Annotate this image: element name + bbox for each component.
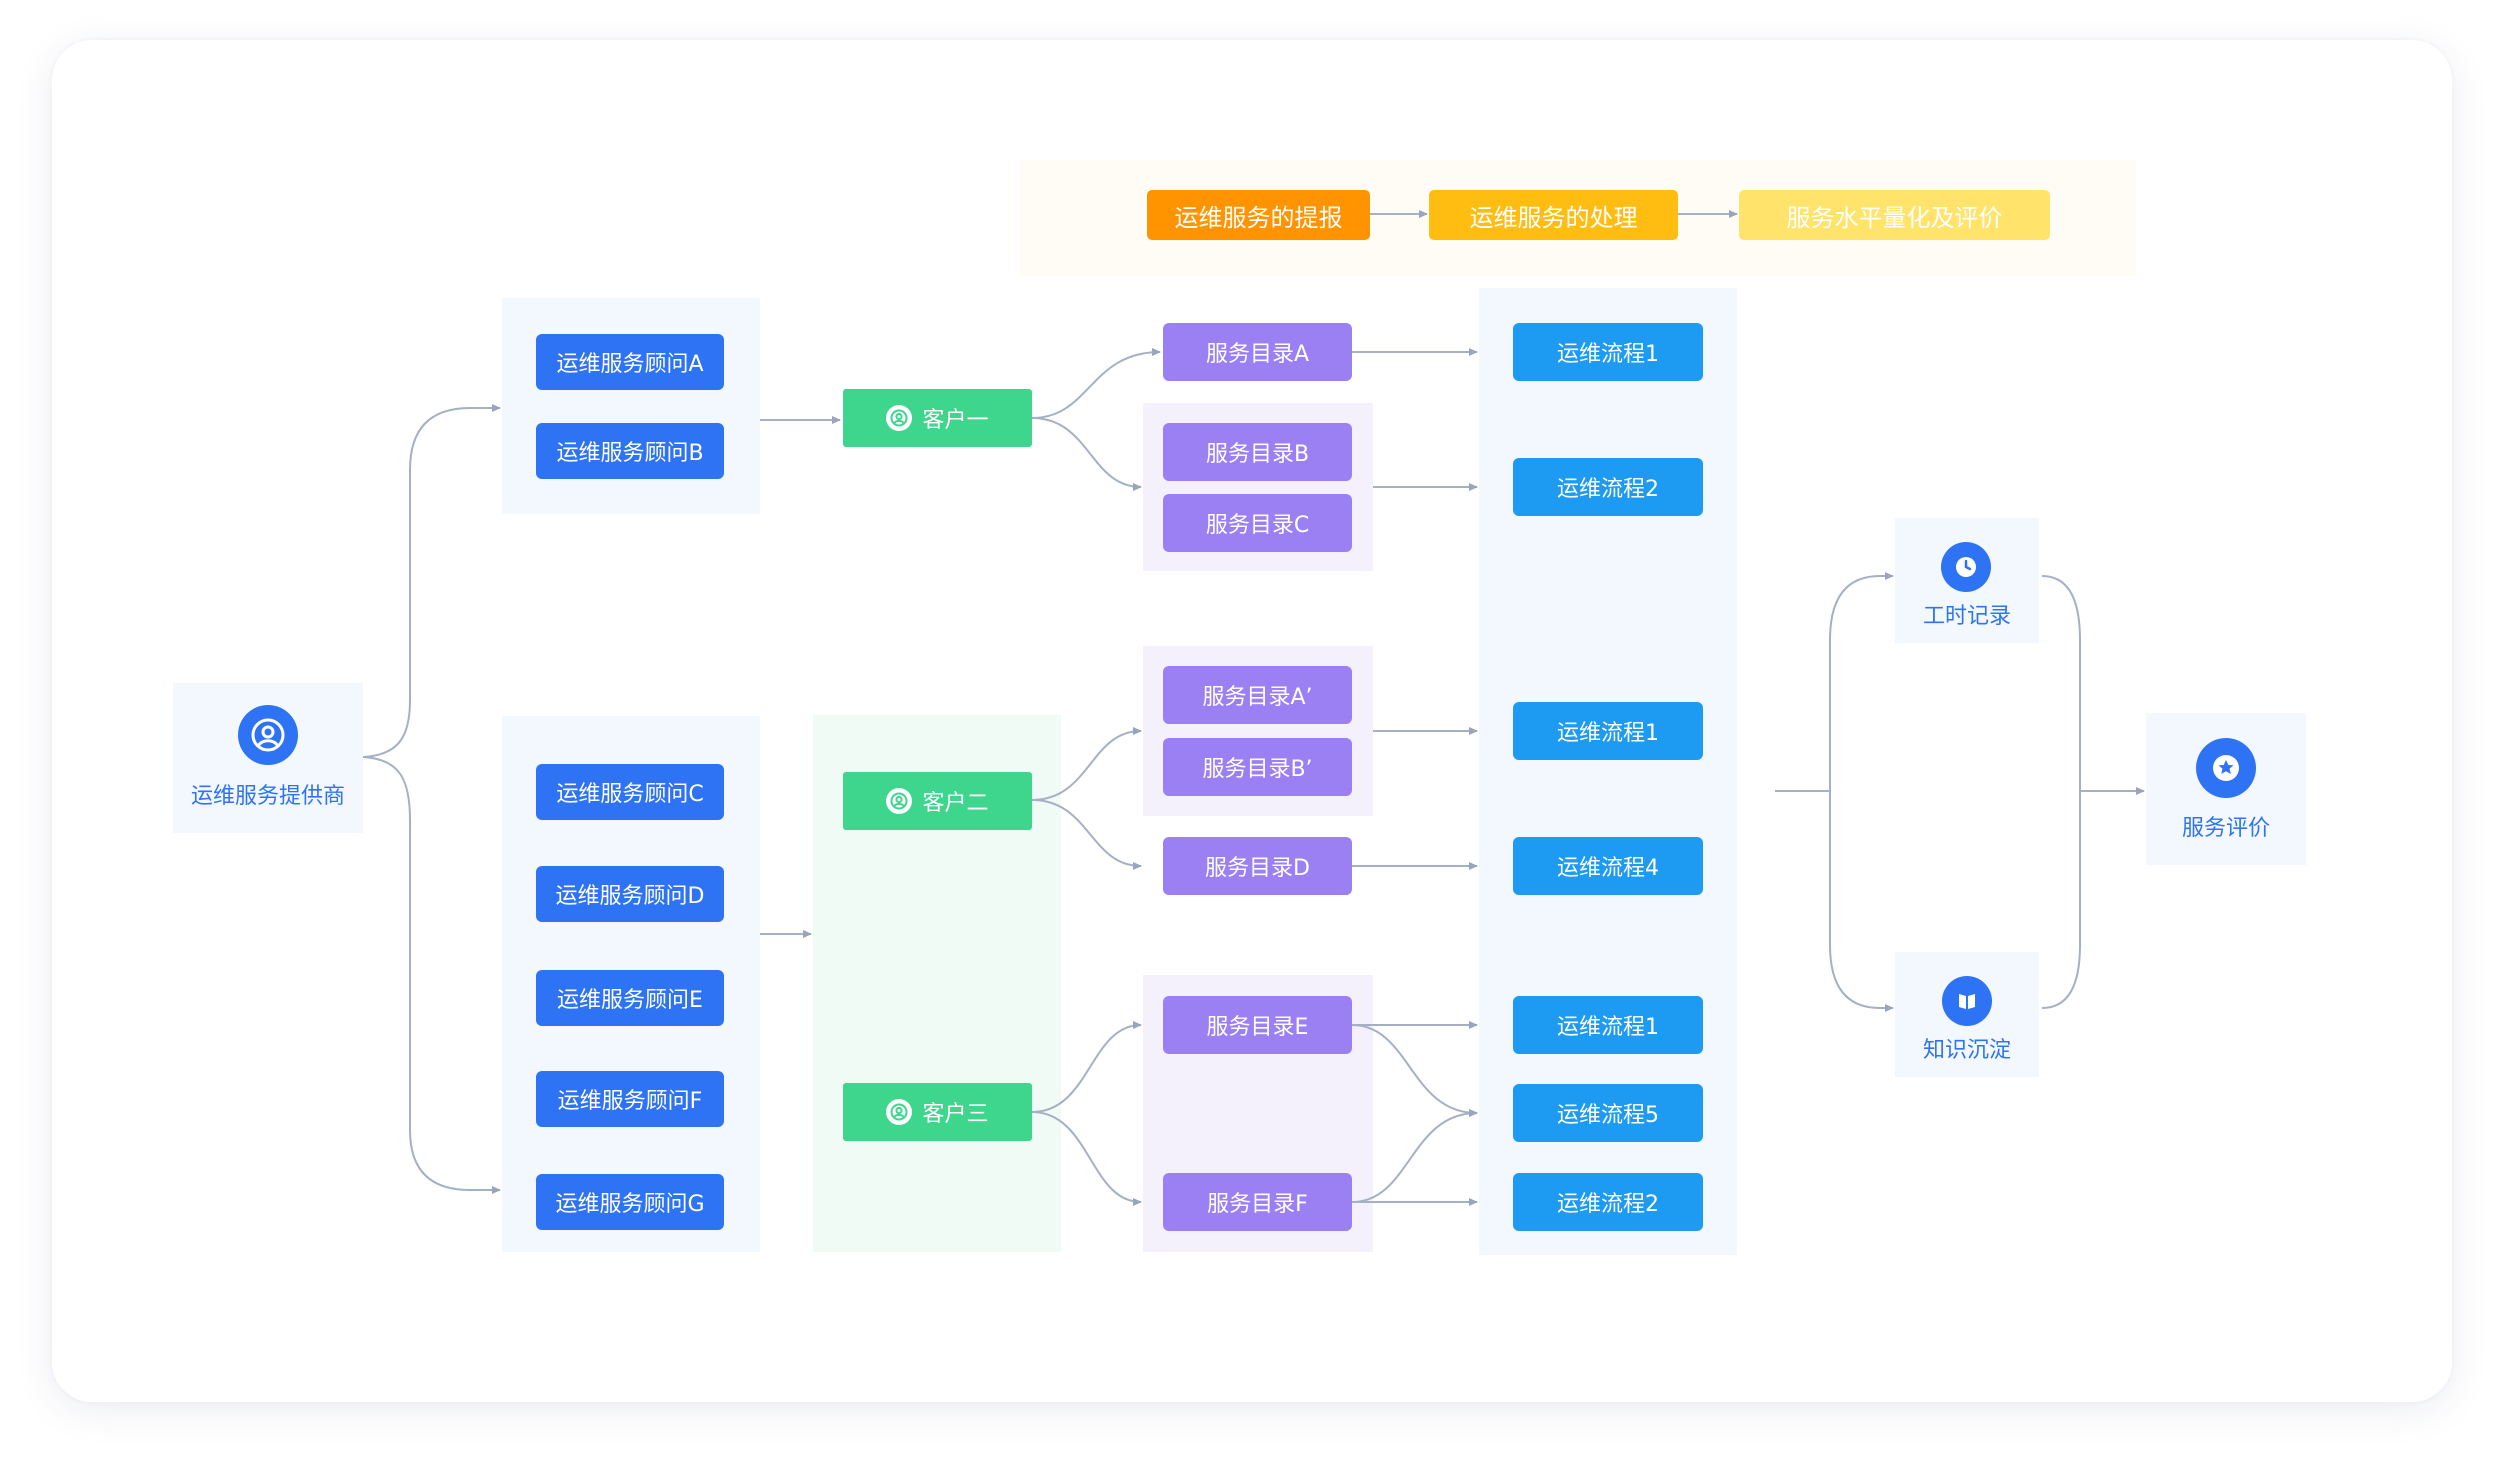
flow-1-node[interactable]: 运维流程1: [1513, 323, 1703, 381]
flow-6-node[interactable]: 运维流程5: [1513, 1084, 1703, 1142]
advisor-d-node[interactable]: 运维服务顾问D: [536, 866, 724, 922]
knowledge-label: 知识沉淀: [1922, 1038, 2011, 1063]
user-icon: [886, 788, 913, 814]
advisor-c-node[interactable]: 运维服务顾问C: [536, 764, 724, 820]
advisor-g-node[interactable]: 运维服务顾问G: [536, 1174, 724, 1230]
customer-3-to-catalog-f-arrow: [1031, 1111, 1142, 1206]
customer-2-to-catalog-d-arrow: [1031, 799, 1142, 870]
flow-2-node[interactable]: 运维流程2: [1513, 458, 1703, 516]
customer-2-to-catalog-ab-prime-arrow: [1031, 727, 1142, 801]
customer-1-to-catalog-bc-arrow: [1031, 417, 1142, 491]
advisor-e-node[interactable]: 运维服务顾问E: [536, 970, 724, 1026]
customer-2-node[interactable]: 客户二: [843, 772, 1032, 830]
flow-7-node[interactable]: 运维流程2: [1513, 1173, 1703, 1231]
catalog-b-prime-node[interactable]: 服务目录B’: [1163, 738, 1352, 796]
customer-1-node[interactable]: 客户一: [843, 389, 1032, 447]
catalog-c-node[interactable]: 服务目录C: [1163, 494, 1352, 552]
catalog-e-to-flow-5-arrow: [1351, 1024, 1478, 1117]
knowledge-to-eval-line: [2041, 791, 2081, 1009]
user-circle-icon: [238, 705, 298, 765]
evaluation-label: 服务评价: [2181, 816, 2270, 841]
user-icon: [886, 405, 913, 431]
advisor-b-node[interactable]: 运维服务顾问B: [536, 423, 724, 479]
advisor-a-node[interactable]: 运维服务顾问A: [536, 334, 724, 390]
stage-evaluation[interactable]: 服务水平量化及评价: [1739, 190, 2050, 240]
catalog-a-node[interactable]: 服务目录A: [1163, 323, 1352, 381]
catalog-a-prime-node[interactable]: 服务目录A’: [1163, 666, 1352, 724]
flow-5-node[interactable]: 运维流程1: [1513, 996, 1703, 1054]
customer-1-to-catalog-a-arrow: [1031, 348, 1161, 419]
catalog-d-node[interactable]: 服务目录D: [1163, 837, 1352, 895]
customer-2-label: 客户二: [922, 791, 989, 816]
stage-submission[interactable]: 运维服务的提报: [1147, 190, 1370, 240]
star-icon: [2196, 738, 2256, 798]
flow-4-node[interactable]: 运维流程4: [1513, 837, 1703, 895]
customer-3-label: 客户三: [922, 1102, 989, 1127]
customer-3-node[interactable]: 客户三: [843, 1083, 1032, 1141]
time-record-to-eval-line: [2041, 575, 2081, 791]
to-knowledge-arrow: [1829, 791, 1894, 1012]
customer-1-label: 客户一: [922, 408, 989, 433]
clock-icon: [1941, 542, 1991, 592]
provider-to-advisors-2-arrow: [362, 756, 501, 1194]
advisor-f-node[interactable]: 运维服务顾问F: [536, 1071, 724, 1127]
user-icon: [886, 1099, 913, 1125]
provider-to-advisors-1-arrow: [362, 404, 501, 758]
catalog-f-to-flow-5-arrow: [1351, 1109, 1478, 1203]
flow-3-node[interactable]: 运维流程1: [1513, 702, 1703, 760]
catalog-f-node[interactable]: 服务目录F: [1163, 1173, 1352, 1231]
stage-processing[interactable]: 运维服务的处理: [1429, 190, 1678, 240]
time-record-label: 工时记录: [1922, 604, 2011, 629]
catalog-e-node[interactable]: 服务目录E: [1163, 996, 1352, 1054]
provider-label: 运维服务提供商: [190, 784, 345, 809]
catalog-b-node[interactable]: 服务目录B: [1163, 423, 1352, 481]
book-icon: [1942, 976, 1992, 1026]
to-time-record-arrow: [1829, 572, 1894, 791]
customer-3-to-catalog-e-arrow: [1031, 1021, 1142, 1113]
